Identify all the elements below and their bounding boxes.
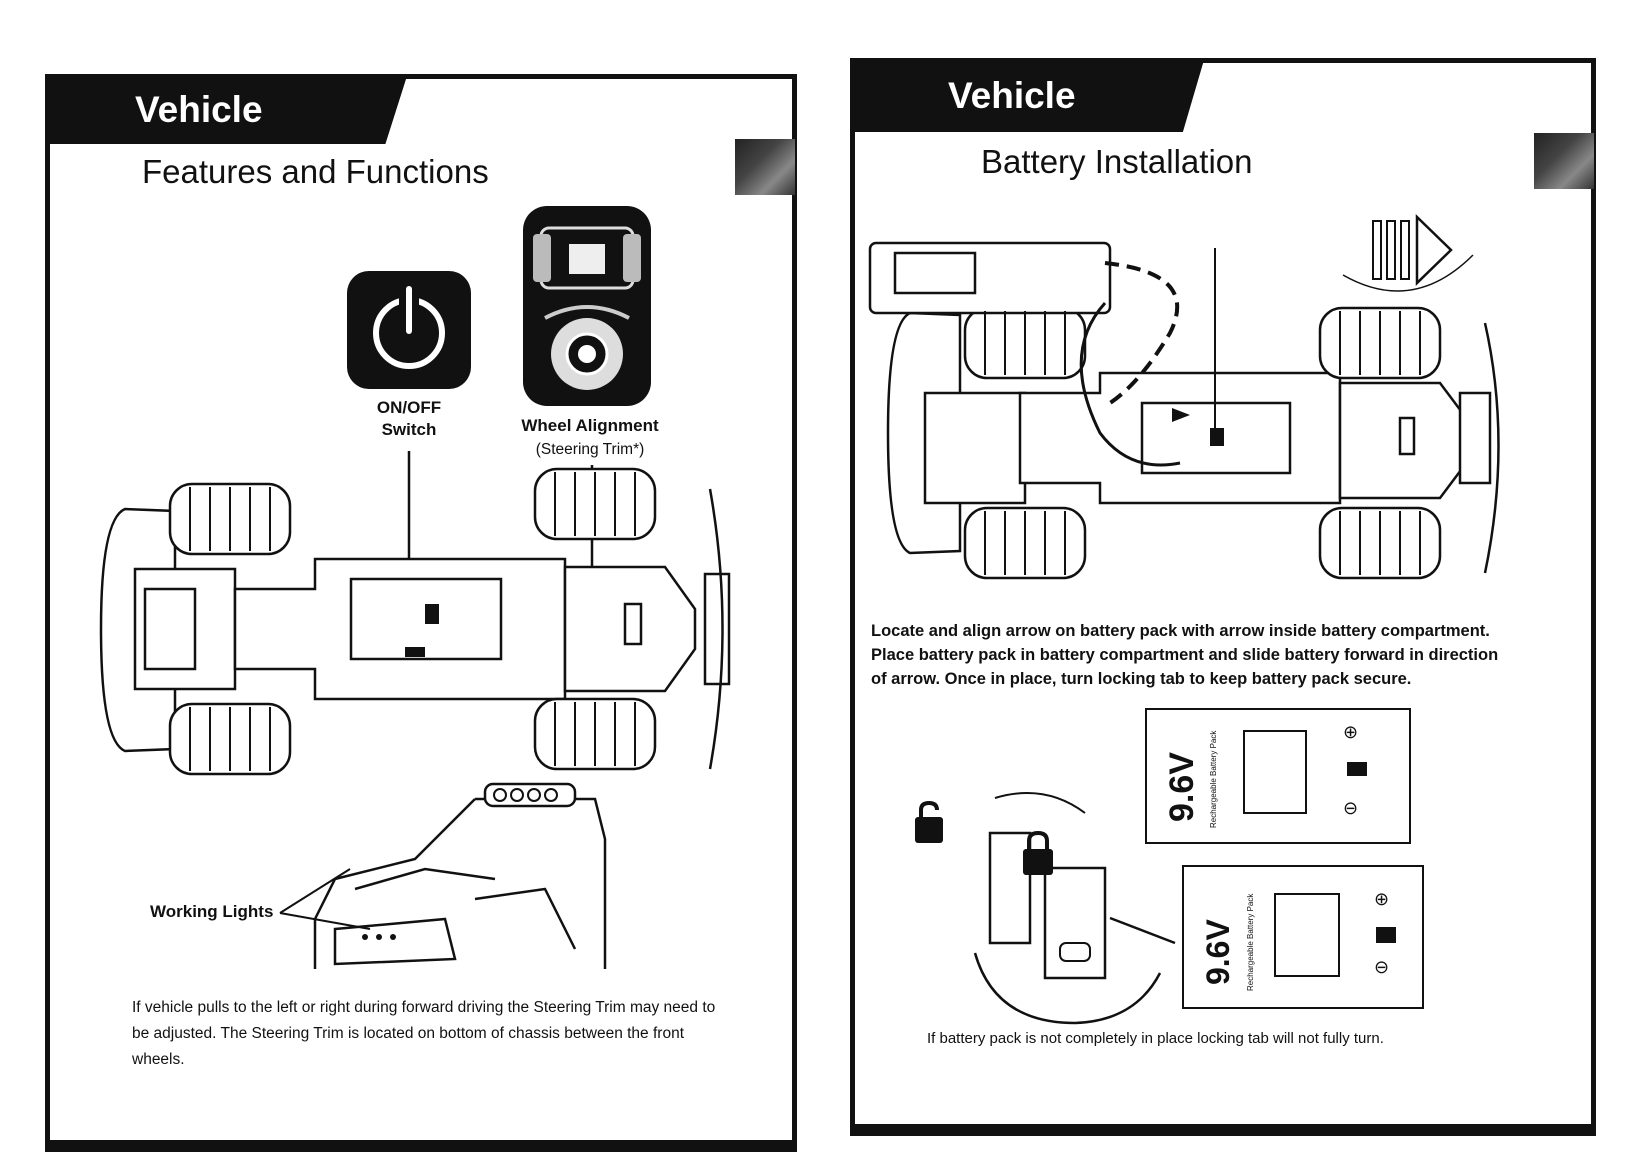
battery-window xyxy=(1274,893,1340,977)
truck-front-lights-illustration xyxy=(313,782,607,969)
working-lights-pointers xyxy=(279,868,371,930)
battery-instructions: Locate and align arrow on battery pack w… xyxy=(871,622,1499,688)
steering-trim-note: If vehicle pulls to the left or right du… xyxy=(132,999,716,1068)
battery-voltage: 9.6V xyxy=(1200,919,1236,985)
battery-insertion-illustration xyxy=(868,241,1500,580)
corner-registration-mark xyxy=(735,139,795,195)
battery-plus: ⊕ xyxy=(1343,722,1359,742)
section-tab: Vehicle xyxy=(852,60,1204,132)
lock-open-icon xyxy=(915,800,943,843)
battery-pack-upper: 9.6V Rechargeable Battery Pack ⊕ ⊖ xyxy=(1145,708,1411,844)
locking-tab-detail xyxy=(973,792,1176,1025)
steering-trim-dial-icon xyxy=(523,206,651,406)
page-title: Features and Functions xyxy=(142,153,489,190)
on-off-switch-label: ON/OFF Switch xyxy=(376,398,442,439)
power-icon xyxy=(347,271,471,389)
page-title: Battery Installation xyxy=(981,143,1253,180)
battery-minus: ⊖ xyxy=(1374,957,1390,977)
battery-voltage: 9.6V xyxy=(1163,752,1201,822)
battery-type: Rechargeable Battery Pack xyxy=(1209,730,1218,828)
chassis-underside-illustration xyxy=(99,467,731,776)
battery-plus: ⊕ xyxy=(1374,889,1390,909)
battery-arrow-mark xyxy=(1376,927,1396,943)
section-tab: Vehicle xyxy=(47,76,407,144)
working-lights-label: Working Lights xyxy=(150,902,274,921)
wheel-alignment-label: Wheel Alignment xyxy=(521,416,659,435)
battery-type: Rechargeable Battery Pack xyxy=(1246,893,1255,991)
corner-registration-mark xyxy=(1534,133,1594,189)
slide-forward-arrow-icon xyxy=(1342,214,1474,292)
battery-minus: ⊖ xyxy=(1343,798,1359,818)
locking-tab-note: If battery pack is not completely in pla… xyxy=(927,1030,1384,1047)
battery-pack-lower: 9.6V Rechargeable Battery Pack ⊕ ⊖ xyxy=(1182,865,1424,1009)
page-features-and-functions: Vehicle Features and Functions ON/OFF Sw… xyxy=(45,74,797,1152)
steering-trim-label: (Steering Trim*) xyxy=(535,441,645,458)
battery-window xyxy=(1243,730,1307,814)
battery-arrow-mark xyxy=(1347,762,1367,776)
page-battery-installation: Vehicle Battery Installation xyxy=(850,58,1596,1136)
lock-closed-icon xyxy=(1023,830,1053,875)
